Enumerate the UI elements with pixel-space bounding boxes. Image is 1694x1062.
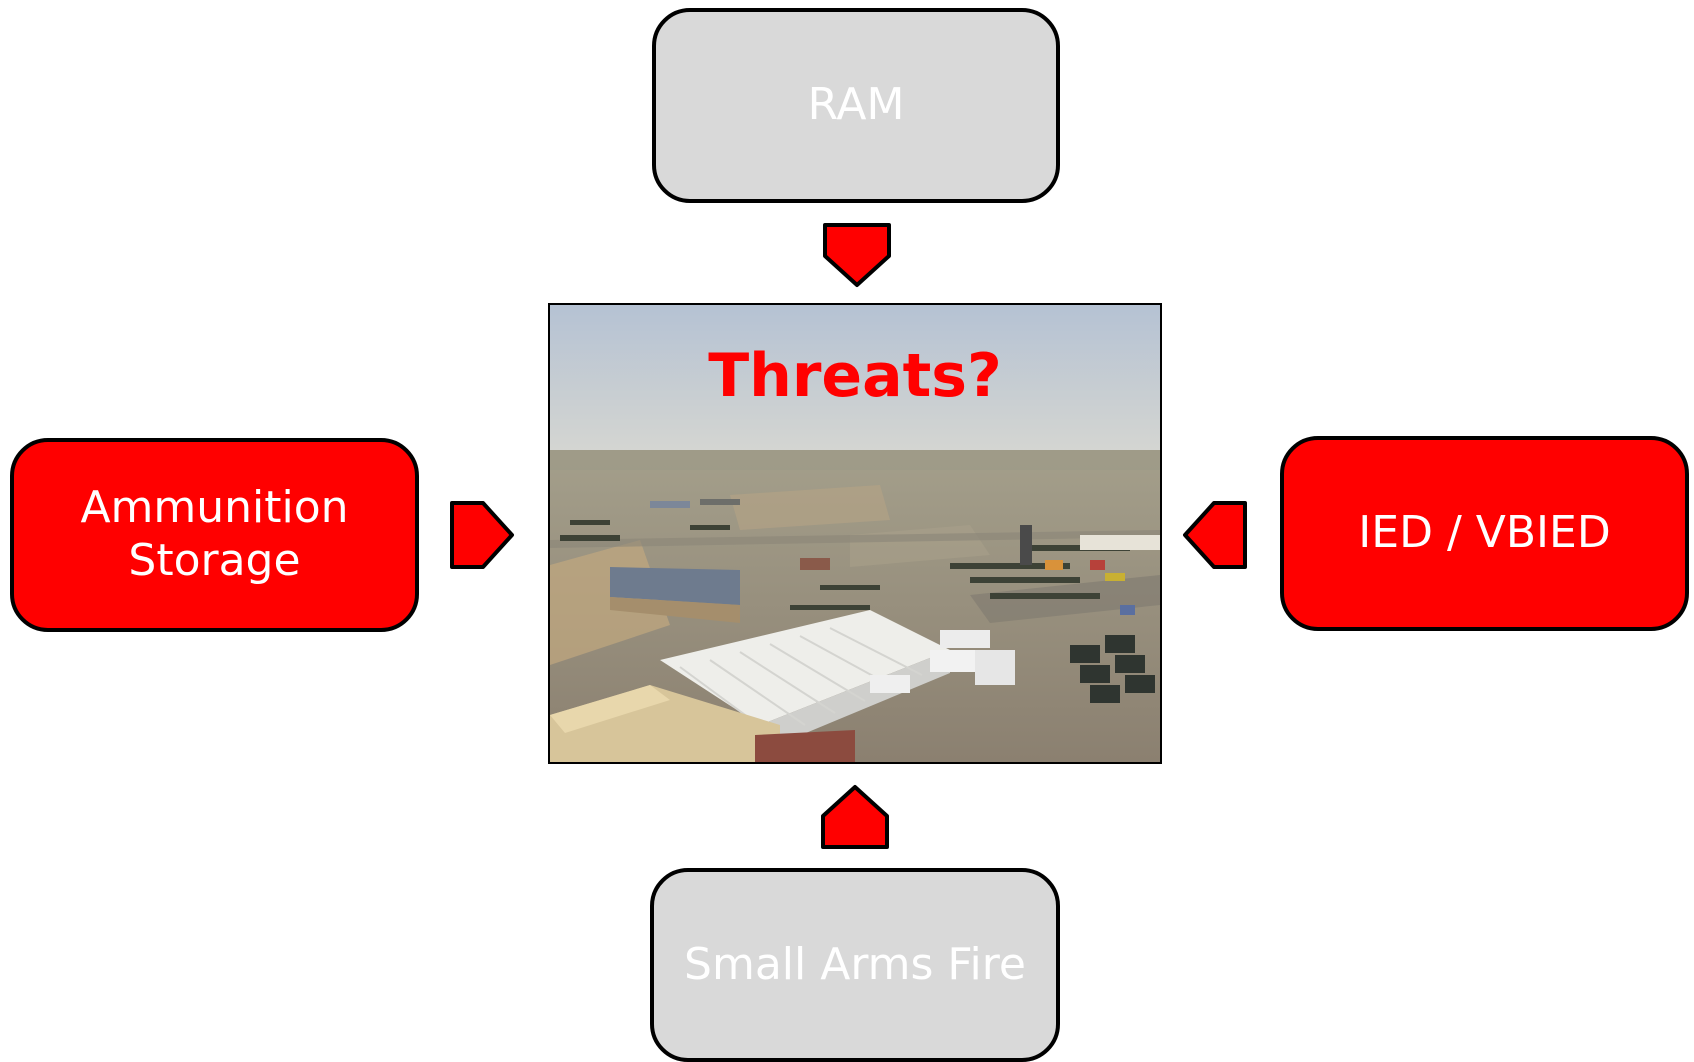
arrow-down-icon	[823, 223, 891, 287]
ammunition-storage-label: Ammunition Storage	[80, 482, 349, 586]
small-arms-fire-threat-box: Small Arms Fire	[650, 868, 1060, 1062]
small-arms-fire-label: Small Arms Fire	[684, 938, 1026, 990]
ram-threat-box: RAM	[652, 8, 1060, 203]
arrow-left-icon	[1183, 501, 1247, 569]
threats-question-label: Threats?	[708, 341, 1002, 411]
ram-label: RAM	[807, 79, 905, 131]
ammunition-storage-threat-box: Ammunition Storage	[10, 438, 419, 632]
aerial-base-image	[550, 305, 1160, 762]
ied-vbied-threat-box: IED / VBIED	[1280, 436, 1689, 631]
base-aerial-photo: Threats?	[548, 303, 1162, 764]
arrow-up-icon	[821, 785, 889, 849]
ied-vbied-label: IED / VBIED	[1358, 507, 1611, 559]
arrow-right-icon	[450, 501, 514, 569]
